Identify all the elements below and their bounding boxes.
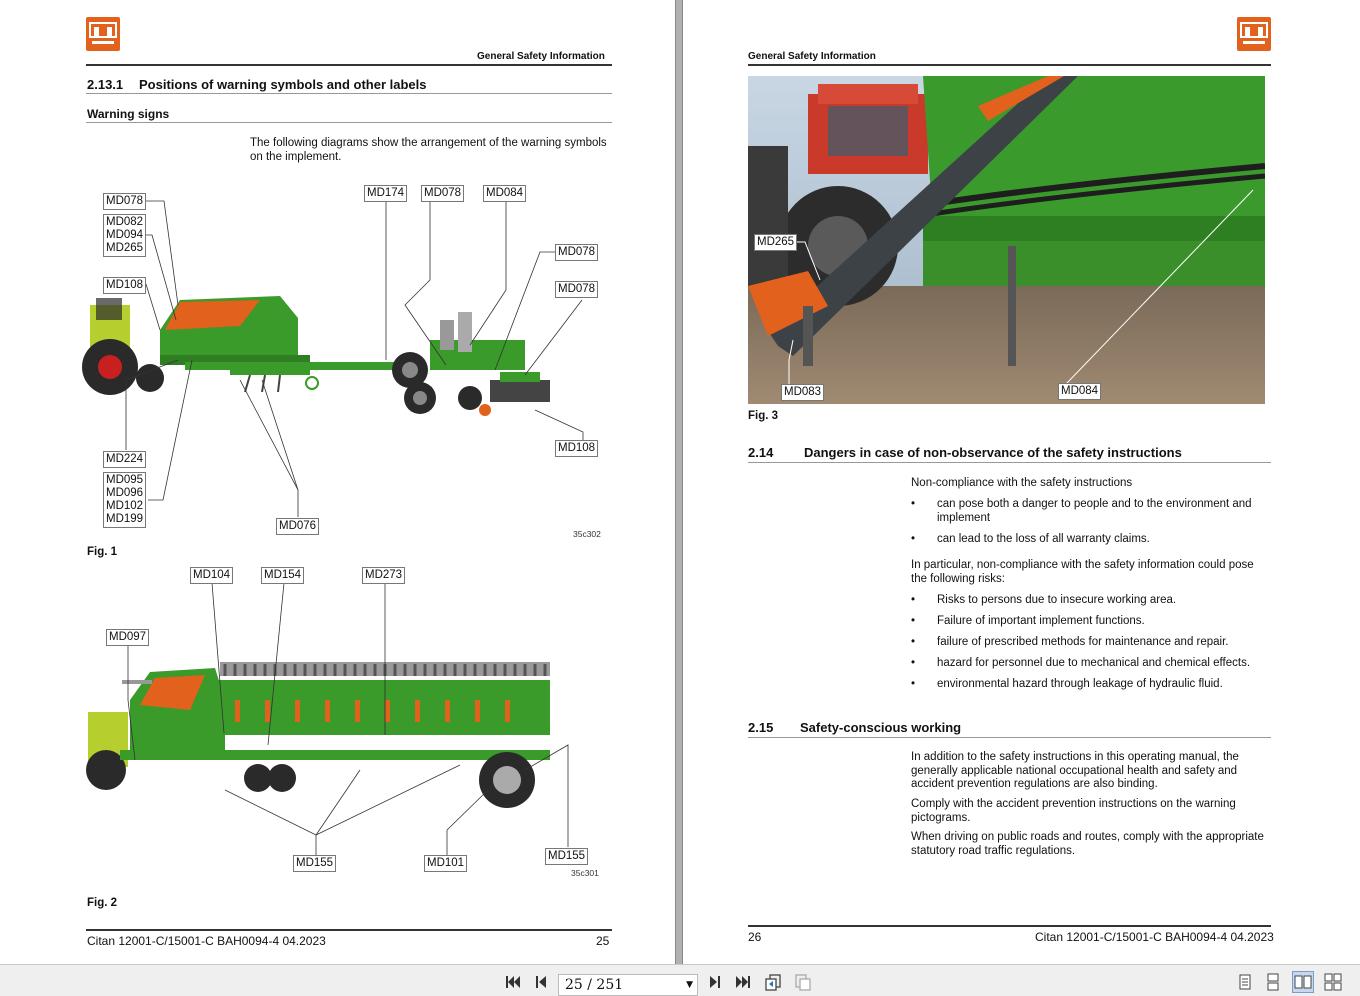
page-header-title: General Safety Information	[748, 51, 876, 62]
label-md155: MD155	[293, 855, 337, 872]
list-item: Risks to persons due to insecure working…	[911, 594, 1261, 608]
header-rule	[748, 64, 1271, 66]
footer-rule	[748, 925, 1271, 927]
label-md084: MD084	[1058, 383, 1102, 400]
paragraph: Comply with the accident prevention inst…	[911, 798, 1236, 824]
label-md108: MD108	[103, 277, 147, 294]
list-item: environmental hazard through leakage of …	[911, 678, 1261, 692]
label-md104: MD104	[190, 567, 234, 584]
figure-code: 35c302	[573, 529, 601, 539]
page-number-input[interactable]: 25 / 251 ▼	[558, 974, 698, 996]
footer-doc-info: Citan 12001-C/15001-C BAH0094-4 04.2023	[87, 934, 326, 948]
footer-page-number: 26	[748, 930, 762, 944]
right-page: General Safety Information	[683, 0, 1360, 964]
label-md084: MD084	[483, 185, 527, 202]
paragraph: In addition to the safety instructions i…	[911, 751, 1239, 790]
label-group-md095: MD095 MD096 MD102 MD199	[103, 472, 147, 528]
label-md224: MD224	[103, 451, 147, 468]
label-md097: MD097	[106, 629, 150, 646]
two-page-view-icon[interactable]	[1292, 971, 1314, 993]
paragraph: Non-compliance with the safety instructi…	[911, 477, 1133, 489]
next-page-icon[interactable]	[704, 971, 726, 993]
left-page: General Safety Information 2.13.1 Positio…	[0, 0, 675, 964]
page-gutter	[675, 0, 683, 964]
label-group-md082: MD082 MD094 MD265	[103, 214, 147, 257]
list-item: hazard for personnel due to mechanical a…	[911, 657, 1261, 671]
label-md199: MD199	[106, 513, 144, 525]
paragraph: When driving on public roads and routes,…	[911, 831, 1264, 857]
section-number: 2.13.1	[87, 77, 124, 92]
bullet-list: can pose both a danger to people and to …	[911, 498, 1261, 554]
bullet-list: Risks to persons due to insecure working…	[911, 594, 1261, 699]
list-item: can lead to the loss of all warranty cla…	[911, 533, 1261, 547]
label-md273: MD273	[362, 567, 406, 584]
label-md078: MD078	[555, 281, 599, 298]
footer-page-number: 25	[596, 934, 610, 948]
label-md174: MD174	[364, 185, 408, 202]
paragraph: In particular, non-compliance with the s…	[911, 559, 1254, 585]
label-md094: MD094	[106, 229, 144, 241]
section-title: Positions of warning symbols and other l…	[139, 77, 427, 92]
label-md154: MD154	[261, 567, 305, 584]
figure-caption: Fig. 3	[748, 410, 779, 422]
continuous-view-icon[interactable]	[1262, 971, 1284, 993]
label-md101: MD101	[424, 855, 468, 872]
amazone-logo	[1237, 17, 1271, 51]
go-back-icon[interactable]	[762, 971, 784, 993]
single-page-view-icon[interactable]	[1234, 971, 1256, 993]
subheading: Warning signs	[87, 107, 170, 121]
label-md076: MD076	[276, 518, 320, 535]
label-md078: MD078	[103, 193, 147, 210]
label-md096: MD096	[106, 487, 144, 499]
label-md102: MD102	[106, 500, 144, 512]
label-md095: MD095	[106, 474, 144, 486]
previous-page-icon[interactable]	[530, 971, 552, 993]
label-md108: MD108	[555, 440, 599, 457]
footer-doc-info: Citan 12001-C/15001-C BAH0094-4 04.2023	[1035, 930, 1274, 944]
label-md083: MD083	[781, 384, 825, 401]
two-page-continuous-view-icon[interactable]	[1322, 971, 1344, 993]
chevron-down-icon[interactable]: ▼	[686, 980, 693, 990]
first-page-icon[interactable]	[502, 971, 524, 993]
section-title: Safety-conscious working	[800, 720, 962, 735]
page-header-title: General Safety Information	[477, 51, 605, 62]
header-rule	[86, 64, 612, 66]
figure-code: 35c301	[571, 868, 599, 878]
section-rule	[748, 737, 1271, 738]
section-number: 2.15	[748, 720, 774, 735]
section-rule	[86, 93, 612, 94]
label-md082: MD082	[106, 216, 144, 228]
footer-rule	[86, 929, 612, 931]
intro-text: The following diagrams show the arrangem…	[250, 137, 607, 163]
section-title: Dangers in case of non-observance of the…	[804, 445, 1182, 460]
last-page-icon[interactable]	[732, 971, 754, 993]
section-rule	[748, 462, 1271, 463]
figure-3-photo	[748, 76, 1265, 404]
figure-caption: Fig. 1	[87, 546, 118, 558]
list-item: can pose both a danger to people and to …	[911, 498, 1261, 525]
label-md155: MD155	[545, 848, 589, 865]
subheading-rule	[86, 122, 612, 123]
section-heading: 2.13.1 Positions of warning symbols and o…	[87, 77, 427, 92]
list-item: failure of prescribed methods for mainte…	[911, 636, 1261, 650]
label-md265: MD265	[106, 242, 144, 254]
section-heading-2-14: 2.14 Dangers in case of non-observance of…	[748, 445, 1182, 460]
list-item: Failure of important implement functions…	[911, 615, 1261, 629]
section-heading-2-15: 2.15 Safety-conscious working	[748, 720, 961, 735]
viewer-toolbar: 25 / 251 ▼	[0, 964, 1360, 996]
section-number: 2.14	[748, 445, 774, 460]
label-md265: MD265	[754, 234, 798, 251]
label-md078: MD078	[421, 185, 465, 202]
go-forward-icon[interactable]	[792, 971, 814, 993]
figure-caption: Fig. 2	[87, 897, 118, 909]
page-indicator-text: 25 / 251	[565, 977, 624, 993]
amazone-logo	[86, 17, 120, 51]
label-md078: MD078	[555, 244, 599, 261]
